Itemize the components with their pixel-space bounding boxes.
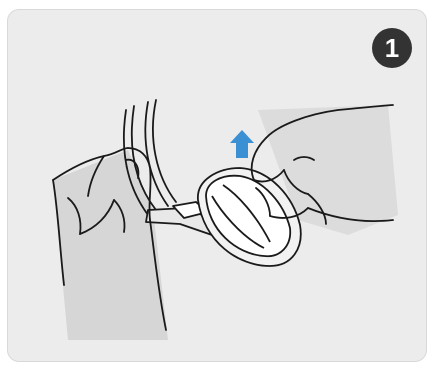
instruction-panel: 1 (7, 9, 427, 362)
step-number-badge: 1 (372, 28, 412, 68)
headphone-earpad-removal-illustration (8, 10, 426, 361)
up-arrow-icon (230, 130, 254, 158)
